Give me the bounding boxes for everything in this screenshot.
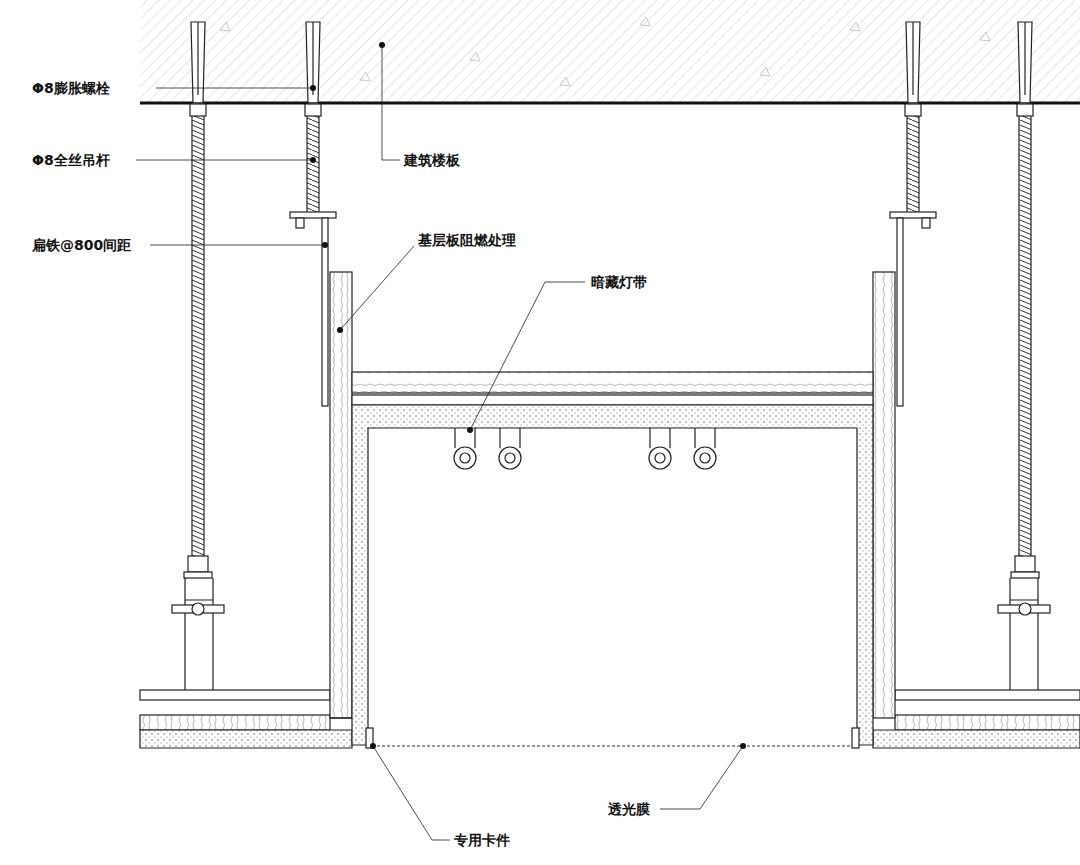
callout-label: 专用卡件 — [452, 831, 512, 849]
callout-label: 透光膜 — [606, 800, 652, 818]
callout-label: Φ8全丝吊杆 — [30, 151, 112, 169]
callout-label: 建筑楼板 — [402, 151, 462, 169]
callout-label: 基层板阻燃处理 — [416, 231, 518, 249]
callout-label: 扁铁@800间距 — [30, 236, 133, 254]
callout-label: Φ8膨胀螺栓 — [30, 79, 112, 97]
callout-label: 暗藏灯带 — [589, 273, 649, 291]
